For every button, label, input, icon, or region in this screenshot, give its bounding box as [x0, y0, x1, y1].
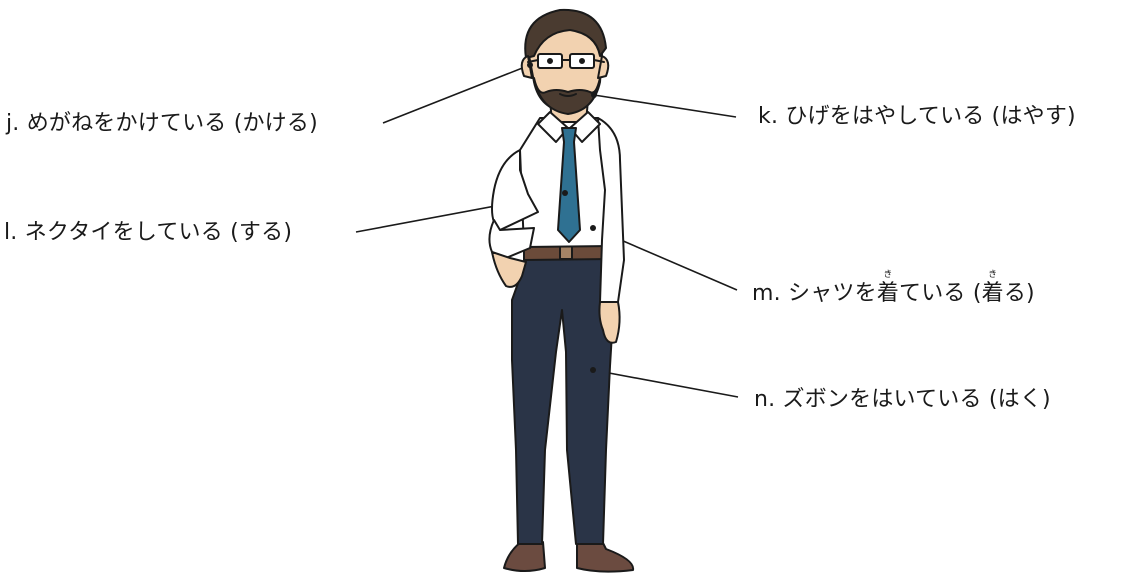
left-hand	[491, 251, 527, 288]
tie	[557, 127, 581, 243]
label-shirt-ruby: き	[883, 270, 893, 280]
label-shirt-middle: ている (	[899, 281, 982, 306]
glasses-arm-left	[527, 59, 539, 63]
right-shoe	[576, 540, 635, 573]
label-shirt-kanji: 着	[876, 281, 900, 306]
leader-line-n	[592, 369, 739, 398]
dot-n	[590, 367, 596, 373]
mouth	[559, 93, 577, 97]
label-shirt-suffix: る)	[1003, 281, 1035, 306]
pants	[511, 256, 615, 545]
label-shirt: m. シャツをき着ている (き着る)	[752, 271, 1035, 306]
collar-left	[537, 111, 569, 143]
glasses-arm-right	[593, 59, 605, 63]
label-shirt-prefix: m. シャツを	[752, 281, 877, 306]
leader-dots	[527, 62, 597, 373]
leader-line-j	[382, 64, 531, 124]
dot-l	[562, 190, 568, 196]
left-forearm	[488, 219, 535, 259]
dot-m	[590, 225, 596, 231]
label-necktie: l. ネクタイをしている (する)	[4, 220, 293, 245]
label-shirt-kanji2-wrap: き着	[981, 271, 1004, 306]
label-shirt-ruby2: き	[988, 270, 998, 280]
eye-right	[579, 58, 585, 64]
label-shirt-kanji2: 着	[981, 281, 1004, 306]
label-beard: k. ひげをはやしている (はやす)	[758, 104, 1076, 129]
man-figure	[488, 8, 635, 573]
ear-right	[597, 55, 610, 79]
label-glasses: j. めがねをかけている (かける)	[6, 111, 318, 136]
ear-left	[520, 55, 533, 79]
dot-j	[527, 62, 533, 68]
collar-right	[569, 111, 601, 143]
hair	[524, 8, 607, 59]
label-shirt-kanji-wrap: き着	[876, 271, 900, 306]
right-hand	[598, 301, 621, 344]
eye-left	[547, 58, 553, 64]
label-pants: n. ズボンをはいている (はく)	[754, 387, 1051, 412]
dot-k	[591, 92, 597, 98]
leader-line-k	[593, 94, 737, 118]
right-sleeve	[597, 117, 625, 303]
left-shoe	[503, 541, 546, 572]
